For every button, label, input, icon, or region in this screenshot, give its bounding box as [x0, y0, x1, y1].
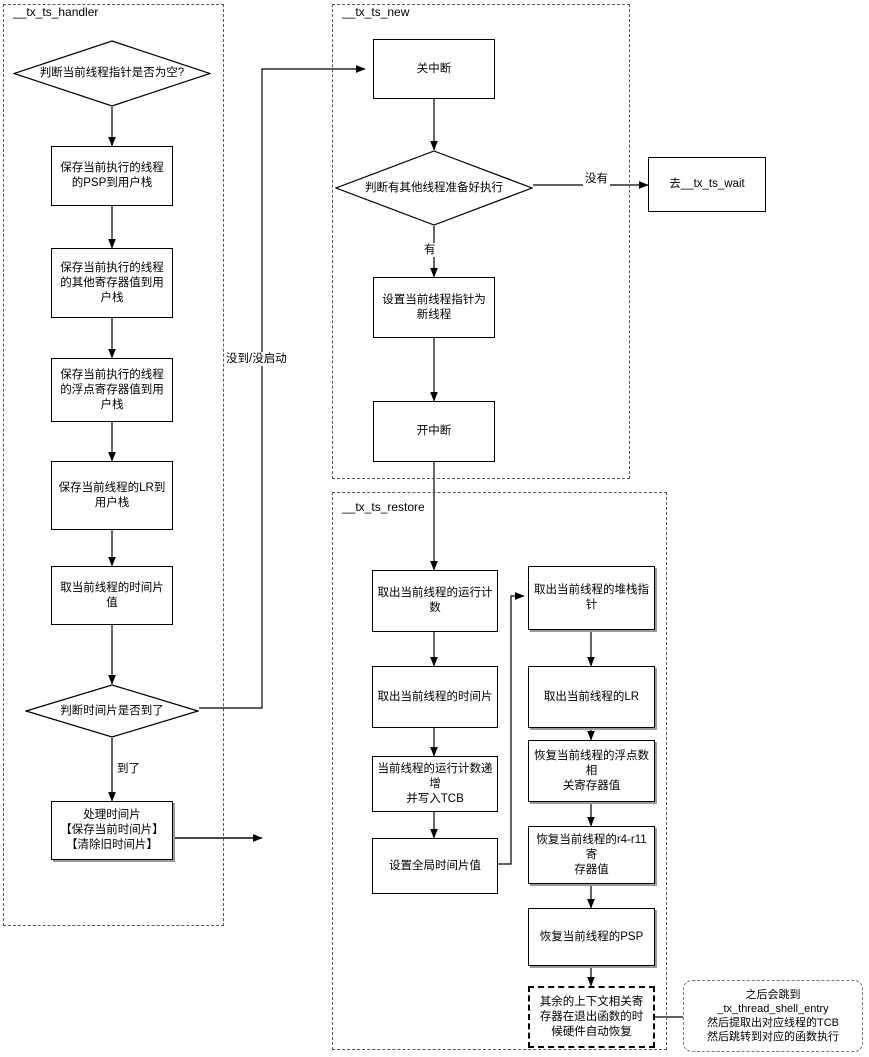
- decision-other-thread-ready[interactable]: 判断有其他线程准备好执行: [335, 150, 533, 226]
- group-title-handler: __tx_ts_handler: [10, 5, 102, 19]
- node-get-thread-timeslice[interactable]: 取出当前线程的时间片: [372, 666, 498, 728]
- node-restore-r4-r11[interactable]: 恢复当前线程的r4-r11寄 存器值: [528, 826, 655, 884]
- node-get-run-count[interactable]: 取出当前线程的运行计数: [372, 570, 498, 632]
- node-jump-to-shell-entry[interactable]: 之后会跳到 _tx_thread_shell_entry 然后提取出对应线程的T…: [683, 980, 863, 1052]
- node-set-current-thread-pointer[interactable]: 设置当前线程指针为 新线程: [373, 277, 495, 338]
- edge-label-not-expired: 没到/没启动: [224, 352, 289, 366]
- diamond-shape: [13, 40, 211, 107]
- node-restore-float-registers[interactable]: 恢复当前线程的浮点数相 关寄存器值: [528, 740, 655, 802]
- group-title-new: __tx_ts_new: [339, 5, 413, 19]
- node-hardware-auto-restore[interactable]: 其余的上下文相关寄 存器在退出函数的时 候硬件自动恢复: [528, 986, 655, 1048]
- node-save-psp[interactable]: 保存当前执行的线程 的PSP到用户栈: [51, 146, 173, 206]
- node-get-stack-pointer[interactable]: 取出当前线程的堆栈指针: [528, 566, 655, 630]
- node-increment-run-count[interactable]: 当前线程的运行计数递增 并写入TCB: [372, 756, 498, 812]
- decision-label: 判断时间片是否到了: [60, 704, 164, 717]
- group-tx-ts-restore: [332, 492, 667, 1050]
- edge-label-expired: 到了: [115, 762, 142, 776]
- node-enable-interrupt[interactable]: 开中断: [373, 401, 495, 462]
- decision-thread-pointer-null[interactable]: 判断当前线程指针是否为空?: [13, 40, 211, 107]
- node-handle-timeslice[interactable]: 处理时间片 【保存当前时间片】 【清除旧时间片】: [51, 801, 173, 860]
- node-goto-tx-ts-wait[interactable]: 去__tx_ts_wait: [648, 157, 766, 212]
- node-restore-psp[interactable]: 恢复当前线程的PSP: [528, 908, 655, 966]
- group-tx-ts-new: [332, 4, 630, 479]
- decision-timeslice-expired[interactable]: 判断时间片是否到了: [25, 684, 199, 738]
- decision-label: 判断当前线程指针是否为空?: [39, 67, 185, 79]
- node-save-lr[interactable]: 保存当前线程的LR到 用户栈: [51, 461, 173, 530]
- node-save-other-registers[interactable]: 保存当前执行的线程 的其他寄存器值到用 户栈: [51, 248, 173, 318]
- node-set-global-timeslice[interactable]: 设置全局时间片值: [372, 838, 498, 894]
- node-disable-interrupt[interactable]: 关中断: [373, 39, 495, 99]
- group-tx-ts-handler: [3, 4, 224, 926]
- node-save-float-registers[interactable]: 保存当前执行的线程 的浮点寄存器值到用 户栈: [51, 358, 173, 422]
- edge-label-yes: 有: [422, 243, 438, 257]
- diamond-shape: [335, 150, 533, 226]
- node-get-timeslice[interactable]: 取当前线程的时间片 值: [51, 566, 173, 625]
- diamond-shape: [25, 684, 199, 738]
- node-get-lr[interactable]: 取出当前线程的LR: [528, 666, 655, 728]
- edge-label-no: 没有: [583, 172, 610, 186]
- decision-label: 判断有其他线程准备好执行: [365, 181, 503, 194]
- group-title-restore: __tx_ts_restore: [339, 500, 428, 514]
